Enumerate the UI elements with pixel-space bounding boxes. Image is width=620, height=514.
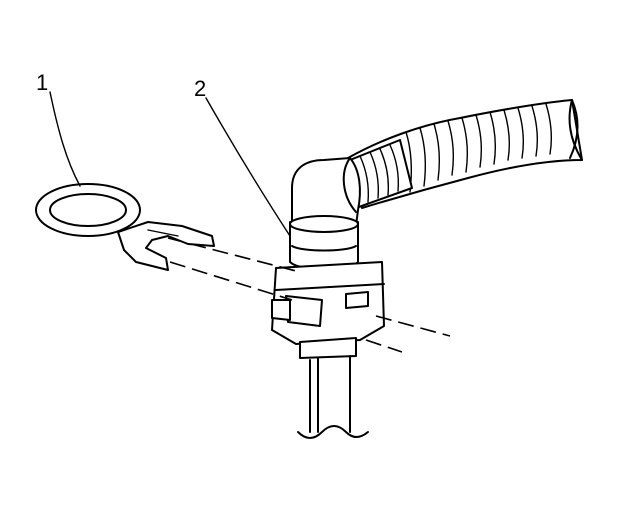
elbow-fitting bbox=[291, 157, 361, 227]
assembly-lines bbox=[167, 237, 451, 353]
callout-1: 1 bbox=[36, 70, 48, 95]
lower-pipes bbox=[297, 355, 369, 439]
retainer-collar bbox=[271, 261, 385, 359]
callout-2: 2 bbox=[194, 76, 206, 101]
retainer-clip bbox=[35, 183, 215, 271]
leader-lines bbox=[49, 91, 291, 237]
connector-body bbox=[289, 215, 359, 271]
